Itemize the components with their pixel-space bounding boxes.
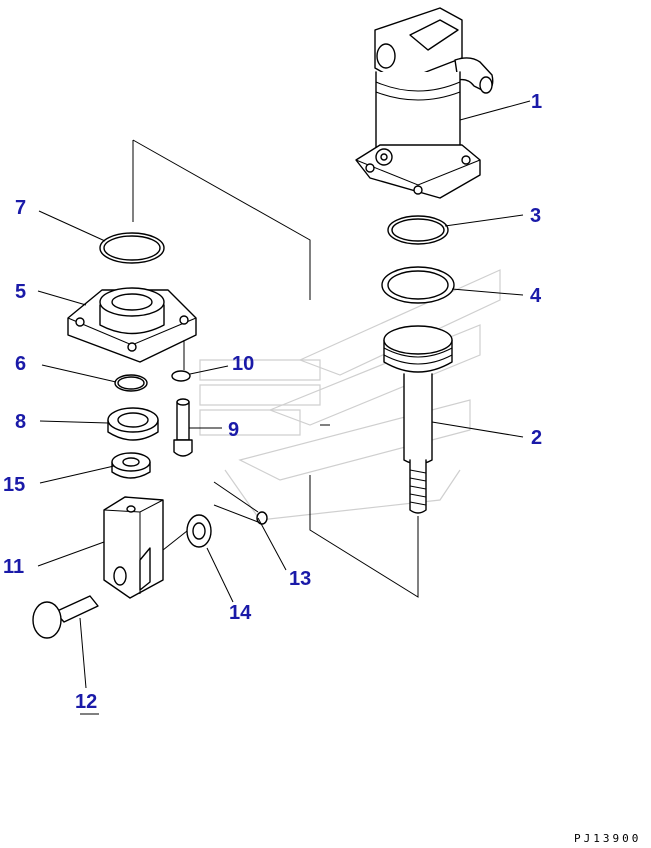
part-15-nut <box>111 452 151 479</box>
part-1-cylinder-body <box>355 7 494 199</box>
part-4-seal-ring <box>381 266 455 304</box>
drawing-code: PJ13900 <box>574 832 641 845</box>
callout-11: 11 <box>3 556 24 578</box>
callout-9: 9 <box>228 419 239 441</box>
callout-12: 12 <box>75 691 97 713</box>
part-11-clevis <box>103 496 164 599</box>
callout-4: 4 <box>530 285 542 307</box>
callout-6: 6 <box>15 353 26 375</box>
callout-13: 13 <box>289 568 311 590</box>
callout-1: 1 <box>531 91 542 113</box>
callout-labels: 1 2 3 4 5 6 7 8 9 10 11 12 13 14 15 <box>3 91 542 713</box>
leader-lines <box>37 100 531 689</box>
part-7-o-ring <box>99 232 165 264</box>
callout-8: 8 <box>15 411 26 433</box>
callout-2: 2 <box>531 427 542 449</box>
part-3-o-ring <box>387 215 449 245</box>
part-2-piston-rod <box>383 325 453 514</box>
part-13-pin <box>213 481 268 525</box>
callout-7: 7 <box>15 197 26 219</box>
watermark-logo <box>199 269 501 521</box>
callout-5: 5 <box>15 281 26 303</box>
part-9-bolt <box>173 398 193 457</box>
callout-15: 15 <box>3 474 25 496</box>
part-8-bushing <box>107 407 159 441</box>
part-14-washer <box>186 514 212 548</box>
part-10-lock-washer <box>171 370 191 382</box>
callout-10: 10 <box>232 353 254 375</box>
callout-14: 14 <box>229 602 252 624</box>
callout-3: 3 <box>530 205 541 227</box>
part-5-flange-cover <box>67 287 197 363</box>
part-6-small-o-ring <box>114 374 148 392</box>
assembly-lines <box>132 139 419 598</box>
part-12-clevis-pin <box>32 595 99 639</box>
